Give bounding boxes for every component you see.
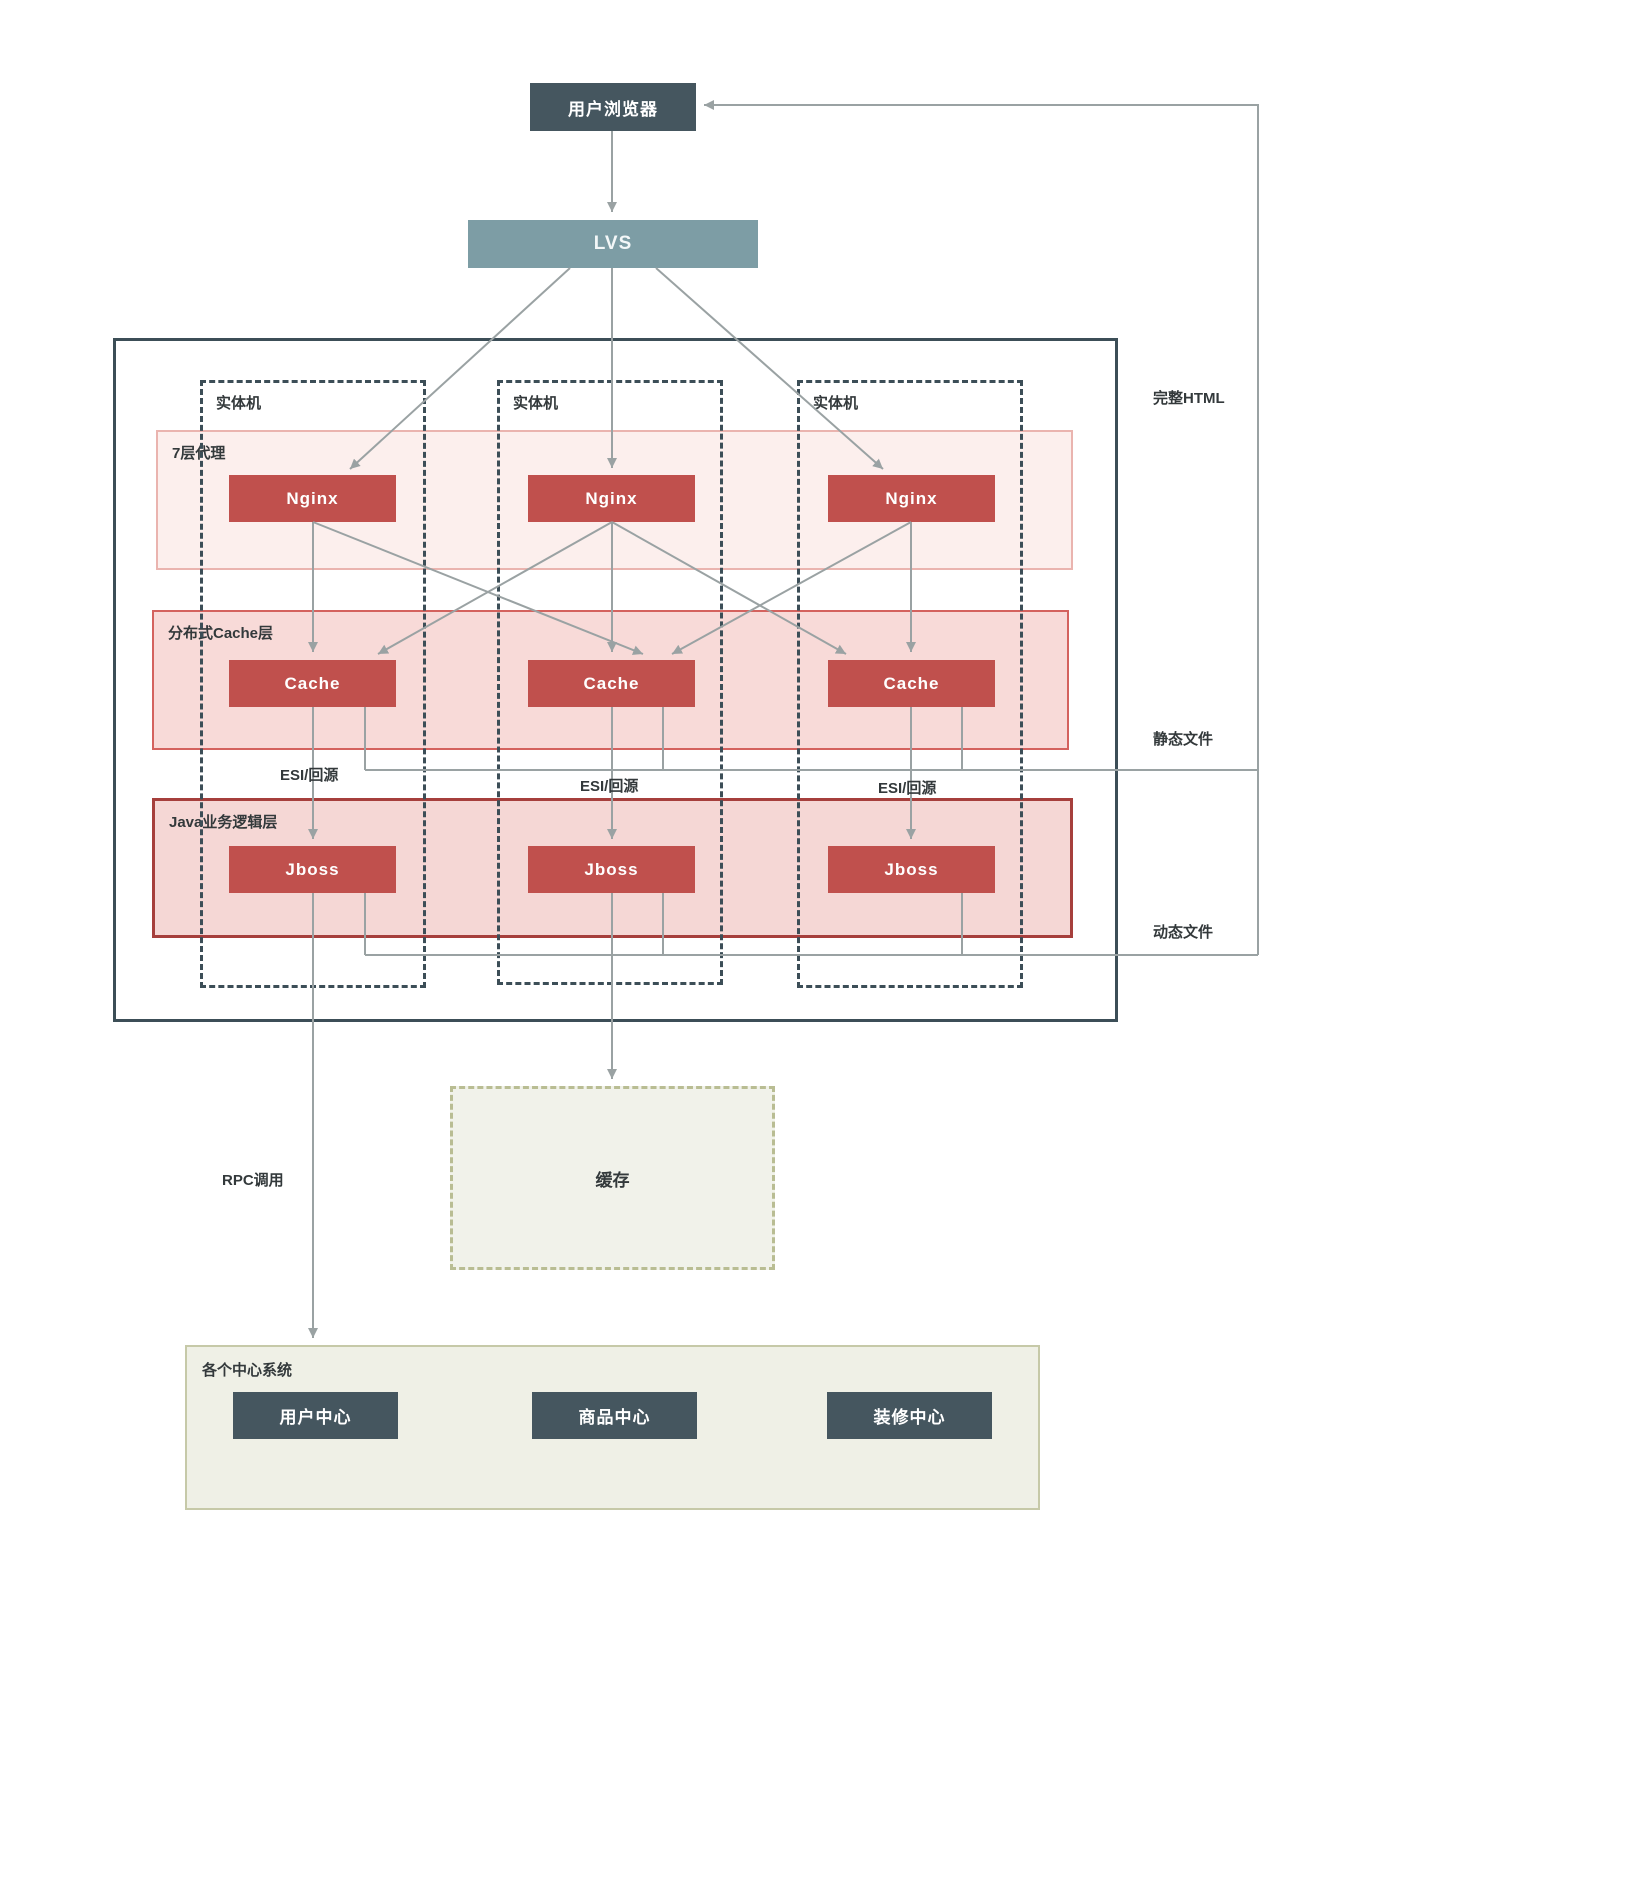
static-files-label: 静态文件 (1153, 731, 1214, 748)
user-center-node: 用户中心 (233, 1392, 398, 1439)
machine-label-2: 实体机 (513, 395, 559, 412)
product-center-node: 商品中心 (532, 1392, 697, 1439)
rpc-label: RPC调用 (222, 1172, 284, 1189)
nginx-node-3: Nginx (828, 475, 995, 522)
proxy-layer-label: 7层代理 (172, 445, 226, 462)
nginx-node-2: Nginx (528, 475, 695, 522)
full-html-label: 完整HTML (1153, 390, 1225, 407)
cache-node-2: Cache (528, 660, 695, 707)
lvs-node: LVS (468, 220, 758, 268)
esi-label-3: ESI/回源 (878, 780, 937, 797)
jboss-node-1: Jboss (229, 846, 396, 893)
esi-label-2: ESI/回源 (580, 778, 639, 795)
machine-label-1: 实体机 (216, 395, 262, 412)
java-layer-label: Java业务逻辑层 (169, 814, 278, 831)
jboss-node-2: Jboss (528, 846, 695, 893)
jboss-node-3: Jboss (828, 846, 995, 893)
machine-label-3: 实体机 (813, 395, 859, 412)
centers-group-label: 各个中心系统 (202, 1362, 293, 1379)
cache-store-box: 缓存 (450, 1086, 775, 1270)
decoration-center-node: 装修中心 (827, 1392, 992, 1439)
dynamic-files-label: 动态文件 (1153, 924, 1214, 941)
cache-node-3: Cache (828, 660, 995, 707)
cache-node-1: Cache (229, 660, 396, 707)
nginx-node-1: Nginx (229, 475, 396, 522)
browser-node: 用户浏览器 (530, 83, 696, 131)
esi-label-1: ESI/回源 (280, 767, 339, 784)
cache-layer-label: 分布式Cache层 (168, 625, 274, 642)
